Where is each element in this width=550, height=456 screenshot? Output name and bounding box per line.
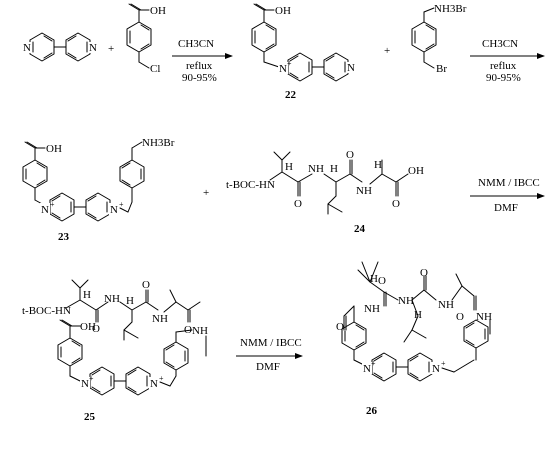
svg-text:H: H <box>285 161 293 173</box>
svg-text:N: N <box>363 363 371 375</box>
bipyridine-structure: N N <box>22 32 98 62</box>
bromomethylbenzylamine-structure: NH3Br Br <box>411 3 467 75</box>
svg-text:OH: OH <box>80 321 96 333</box>
svg-text:N: N <box>81 378 89 390</box>
svg-text:NH: NH <box>152 313 168 325</box>
svg-text:t-BOC-HN: t-BOC-HN <box>226 179 275 191</box>
compound-22-structure: OH N + N <box>251 3 356 82</box>
svg-text:NH3Br: NH3Br <box>142 137 175 149</box>
svg-text:N: N <box>150 378 158 390</box>
chloromethylbenzoic-acid-structure: OH Cl <box>126 3 166 75</box>
svg-text:NMM / IBCC: NMM / IBCC <box>478 177 540 189</box>
svg-text:H: H <box>126 295 134 307</box>
compound-label-22: 22 <box>285 89 297 101</box>
reaction-arrow-2: CH3CN reflux 90-95% <box>470 38 545 84</box>
compound-label-23: 23 <box>58 231 70 243</box>
svg-text:CH3CN: CH3CN <box>482 38 518 50</box>
svg-text:O: O <box>294 198 302 210</box>
compound-26-structure: H NH NH H O NH O NH O O <box>336 261 492 382</box>
svg-text:OH: OH <box>150 5 166 17</box>
svg-text:NH: NH <box>364 303 380 315</box>
plus-sign: + <box>384 45 390 57</box>
compound-label-25: 25 <box>84 411 96 423</box>
svg-text:reflux: reflux <box>186 60 213 72</box>
svg-text:N: N <box>347 62 355 74</box>
compound-24-structure: t-BOC-HN H O NH H O NH H O OH <box>226 149 424 215</box>
svg-text:OH: OH <box>46 143 62 155</box>
compound-label-24: 24 <box>354 223 366 235</box>
svg-text:NH: NH <box>438 299 454 311</box>
svg-text:O: O <box>142 279 150 291</box>
svg-text:+: + <box>287 59 292 68</box>
svg-text:H: H <box>370 273 378 285</box>
svg-text:N: N <box>89 42 97 54</box>
compound-23-structure: OH N + N + NH3Br <box>22 137 175 222</box>
svg-text:H: H <box>374 159 382 171</box>
svg-text:O: O <box>456 311 464 323</box>
svg-text:Br: Br <box>436 63 447 75</box>
svg-text:O: O <box>420 267 428 279</box>
svg-text:+: + <box>89 374 94 383</box>
svg-text:90-95%: 90-95% <box>486 72 521 84</box>
svg-text:N: N <box>23 42 31 54</box>
svg-text:N: N <box>41 204 49 216</box>
svg-text:+: + <box>441 359 446 368</box>
svg-text:NH: NH <box>308 163 324 175</box>
svg-text:O: O <box>378 275 386 287</box>
svg-text:NH: NH <box>356 185 372 197</box>
svg-text:OH: OH <box>408 165 424 177</box>
svg-text:+: + <box>371 359 376 368</box>
svg-text:NH: NH <box>104 293 120 305</box>
svg-text:CH3CN: CH3CN <box>178 38 214 50</box>
svg-text:90-95%: 90-95% <box>182 72 217 84</box>
svg-text:N: N <box>432 363 440 375</box>
svg-text:NMM / IBCC: NMM / IBCC <box>240 337 302 349</box>
svg-text:O: O <box>346 149 354 161</box>
svg-text:OH: OH <box>275 5 291 17</box>
svg-text:N: N <box>279 63 287 75</box>
svg-text:Cl: Cl <box>150 63 160 75</box>
compound-25-structure: t-BOC-HN H O NH H O NH O NH <box>22 279 208 396</box>
svg-text:+: + <box>50 200 55 209</box>
compound-label-26: 26 <box>366 405 378 417</box>
svg-text:DMF: DMF <box>494 202 518 214</box>
svg-text:+: + <box>119 200 124 209</box>
svg-text:DMF: DMF <box>256 361 280 373</box>
svg-text:NH3Br: NH3Br <box>434 3 467 15</box>
svg-text:H: H <box>330 163 338 175</box>
svg-text:H: H <box>83 289 91 301</box>
reaction-arrow-1: CH3CN reflux 90-95% <box>172 38 233 84</box>
svg-text:+: + <box>159 374 164 383</box>
svg-text:NH: NH <box>192 325 208 337</box>
svg-text:O: O <box>392 198 400 210</box>
svg-text:O: O <box>92 323 100 335</box>
svg-text:reflux: reflux <box>490 60 517 72</box>
plus-sign: + <box>108 43 114 55</box>
reaction-arrow-3: NMM / IBCC DMF <box>470 177 545 214</box>
svg-text:t-BOC-HN: t-BOC-HN <box>22 305 71 317</box>
reaction-arrow-4: NMM / IBCC DMF <box>236 337 303 373</box>
svg-text:O: O <box>336 321 344 333</box>
plus-sign: + <box>203 187 209 199</box>
svg-text:N: N <box>110 204 118 216</box>
svg-text:NH: NH <box>476 311 492 323</box>
svg-text:NH: NH <box>398 295 414 307</box>
